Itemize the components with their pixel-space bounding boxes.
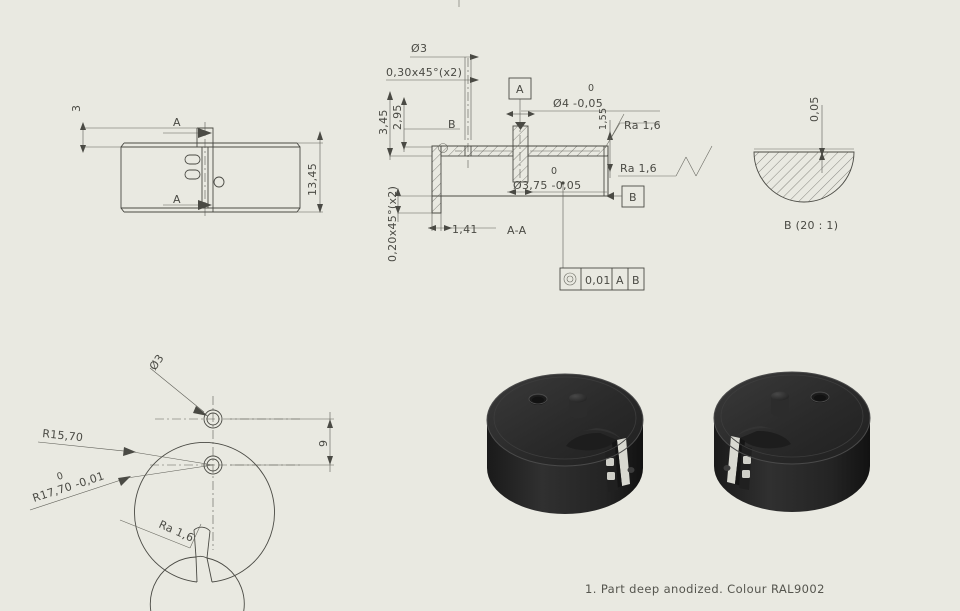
dim-label-9: 9 — [317, 440, 330, 447]
dim-r1570: R15,70 — [37, 427, 214, 466]
section-mark-a-top: A — [163, 116, 212, 138]
datum-b-label: B — [629, 191, 637, 204]
gdt-datum-b: B — [632, 274, 640, 287]
dim-label-005: 0,05 — [808, 96, 821, 122]
section-title-aa: A-A — [507, 224, 527, 237]
surface-finish-label-upper: Ra 1,6 — [624, 119, 661, 132]
detail-title-b: B (20 : 1) — [784, 219, 838, 232]
detail-ref-b-label: B — [448, 118, 456, 131]
datum-a-frame: A — [506, 77, 535, 130]
gdt-feature-control-frame: 0,01 A B — [559, 181, 645, 291]
dim-label-r1570: R15,70 — [42, 427, 84, 444]
dim-label-345: 3,45 — [377, 109, 390, 135]
dim-r1770-upper: 0 — [56, 470, 65, 482]
dim-label-3: 3 — [70, 105, 83, 112]
section-label-a-bottom: A — [173, 193, 181, 206]
dim-155: 1,55 — [598, 108, 613, 178]
dim-label-dia3-section: Ø3 — [411, 42, 427, 55]
surface-finish-upper: Ra 1,6 — [604, 113, 661, 149]
dim-005-detail: 0,05 — [808, 96, 825, 173]
dim-dia375-upper: 0 — [551, 166, 557, 177]
dim-label-chamfer-020: 0,20x45°(x2) — [386, 186, 399, 262]
dim-chamfer-030: 0,30x45°(x2) — [386, 66, 479, 83]
dim-1345-front: 13,45 — [297, 131, 323, 213]
surface-finish-general: Ra 1,6 — [618, 145, 713, 177]
detail-view-b: 0,05 B (20 : 1) — [753, 96, 855, 232]
dim-dia3-section: Ø3 — [410, 42, 479, 140]
section-mark-a-bottom: A — [163, 193, 212, 210]
datum-a-label: A — [516, 83, 524, 96]
dim-9-plan: 9 — [230, 412, 334, 472]
note-line-1: 1. Part deep anodized. Colour RAL9002 — [585, 582, 825, 596]
dim-chamfer-020: 0,20x45°(x2) — [386, 186, 432, 262]
dim-3-front: 3 — [70, 105, 200, 153]
dim-label-155: 1,55 — [598, 108, 609, 130]
dim-label-1345: 13,45 — [306, 163, 319, 196]
dim-141: 1,41 — [428, 213, 496, 236]
dim-dia375-main: Ø3,75 -0,05 — [513, 179, 581, 192]
dim-dia4-main: Ø4 -0,05 — [553, 97, 603, 110]
datum-b-frame: B — [606, 185, 645, 208]
surface-finish-label-general: Ra 1,6 — [620, 162, 657, 175]
section-label-a-top: A — [173, 116, 181, 129]
dim-295: 2,95 — [391, 97, 460, 152]
front-elevation-view: A A 3 13,45 — [70, 105, 323, 216]
dim-label-295: 2,95 — [391, 104, 404, 130]
dim-dia4-upper: 0 — [588, 83, 594, 94]
isometric-render-left — [486, 373, 644, 514]
dim-dia4-toleranced: 0 Ø4 -0,05 — [521, 83, 660, 112]
dim-label-141: 1,41 — [452, 223, 478, 236]
gdt-tolerance-value: 0,01 — [585, 274, 611, 287]
isometric-render-right — [713, 371, 871, 512]
dim-label-chamfer-030: 0,30x45°(x2) — [386, 66, 462, 79]
detail-b-callout: B — [448, 118, 456, 131]
dim-345: 3,45 — [377, 91, 432, 160]
gdt-datum-a: A — [616, 274, 624, 287]
section-view-a-a: Ø3 0,30x45°(x2) 3,45 2,95 B — [377, 42, 713, 291]
